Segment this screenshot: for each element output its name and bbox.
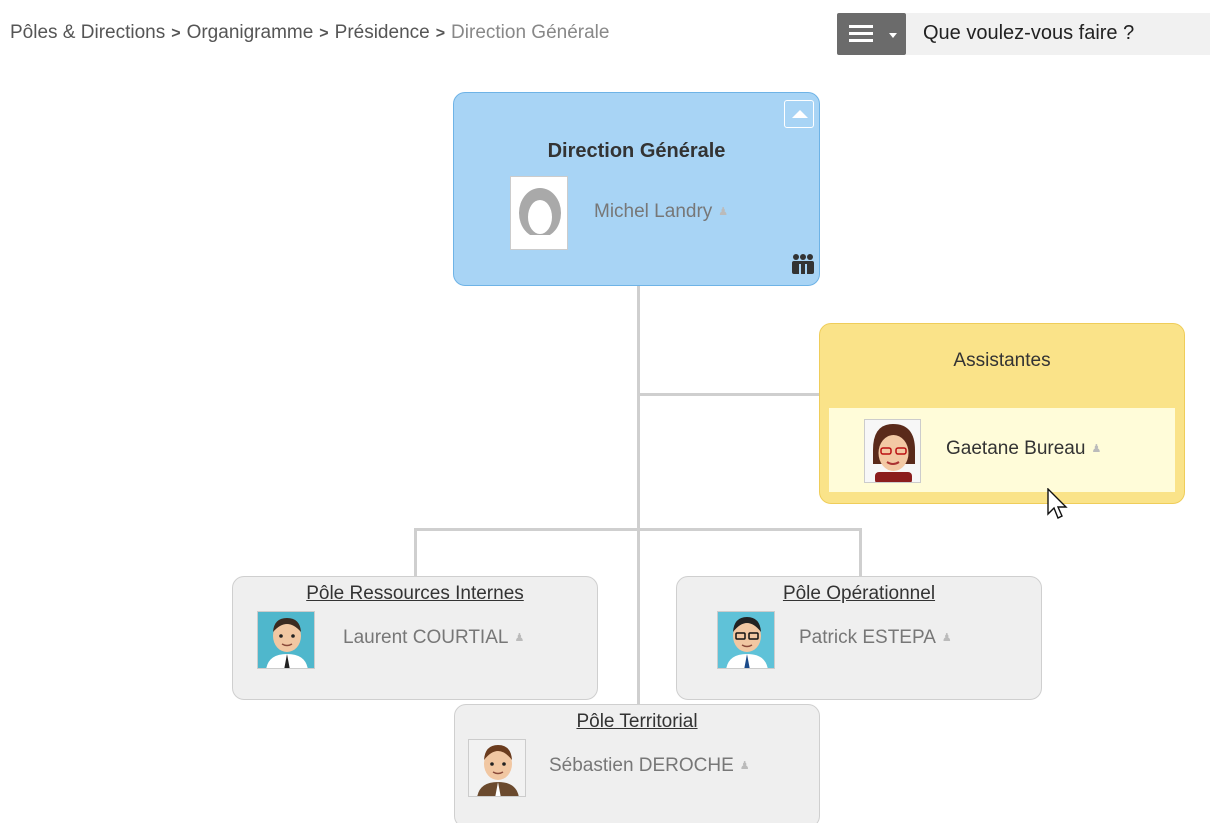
- org-node-pole-territorial[interactable]: Pôle Territorial Sébastien DEROCHE♟: [454, 704, 820, 823]
- avatar: [864, 419, 921, 483]
- org-node-title-link[interactable]: Pôle Territorial: [576, 711, 698, 732]
- breadcrumb-separator: >: [319, 25, 329, 42]
- connector-line: [637, 393, 819, 396]
- org-node-pole-operationnel[interactable]: Pôle Opérationnel Patrick ESTEPA♟: [676, 576, 1042, 700]
- breadcrumb-separator: >: [435, 25, 446, 42]
- action-prompt[interactable]: Que voulez-vous faire ?: [906, 13, 1210, 55]
- assistant-row[interactable]: Gaetane Bureau♟: [829, 408, 1175, 492]
- breadcrumb-link-organigramme[interactable]: Organigramme: [186, 22, 314, 43]
- user-icon: ♟: [514, 632, 525, 645]
- breadcrumb-current: Direction Générale: [451, 22, 610, 43]
- org-node-title: Direction Générale: [547, 140, 726, 162]
- org-node-title-link[interactable]: Pôle Ressources Internes: [306, 583, 524, 604]
- connector-line: [859, 528, 862, 576]
- org-node-direction-generale[interactable]: Direction Générale Michel Landry♟: [453, 92, 820, 286]
- avatar: [468, 739, 526, 797]
- person-name[interactable]: Michel Landry♟: [594, 201, 729, 222]
- mouse-cursor-icon: [1047, 487, 1069, 527]
- avatar-woman-icon: [865, 420, 920, 482]
- user-icon: ♟: [941, 632, 952, 645]
- person-name[interactable]: Patrick ESTEPA♟: [799, 627, 952, 648]
- person-name[interactable]: Sébastien DEROCHE♟: [549, 755, 750, 776]
- avatar-man-glasses-icon: [718, 612, 774, 668]
- connector-line: [414, 528, 417, 576]
- person-name[interactable]: Laurent COURTIAL♟: [343, 627, 525, 648]
- org-node-title: Assistantes: [953, 350, 1051, 371]
- placeholder-avatar-icon: [511, 177, 567, 249]
- user-icon: ♟: [739, 760, 750, 773]
- actions-menu-button[interactable]: [837, 13, 906, 55]
- org-node-assistantes[interactable]: Assistantes Gaetane Bureau♟: [819, 323, 1185, 504]
- breadcrumb-separator: >: [171, 25, 181, 42]
- user-icon: ♟: [1091, 443, 1102, 456]
- caret-up-icon: [792, 110, 808, 118]
- org-node-pole-ressources-internes[interactable]: Pôle Ressources Internes Laurent COURTIA…: [232, 576, 598, 700]
- user-icon: ♟: [718, 206, 729, 219]
- avatar: [510, 176, 568, 250]
- connector-line: [414, 528, 862, 531]
- org-node-title-link[interactable]: Pôle Opérationnel: [782, 583, 936, 604]
- person-name[interactable]: Gaetane Bureau♟: [946, 438, 1102, 459]
- connector-line: [637, 286, 640, 704]
- breadcrumb-link-poles[interactable]: Pôles & Directions: [10, 22, 166, 43]
- collapse-button[interactable]: [784, 100, 814, 128]
- avatar: [717, 611, 775, 669]
- breadcrumb: Pôles & Directions > Organigramme > Présiden…: [10, 22, 609, 44]
- avatar-man-icon: [469, 740, 525, 796]
- avatar-man-icon: [258, 612, 314, 668]
- team-icon[interactable]: [790, 253, 816, 280]
- caret-down-icon: [889, 33, 897, 38]
- avatar: [257, 611, 315, 669]
- breadcrumb-link-presidence[interactable]: Présidence: [334, 22, 430, 43]
